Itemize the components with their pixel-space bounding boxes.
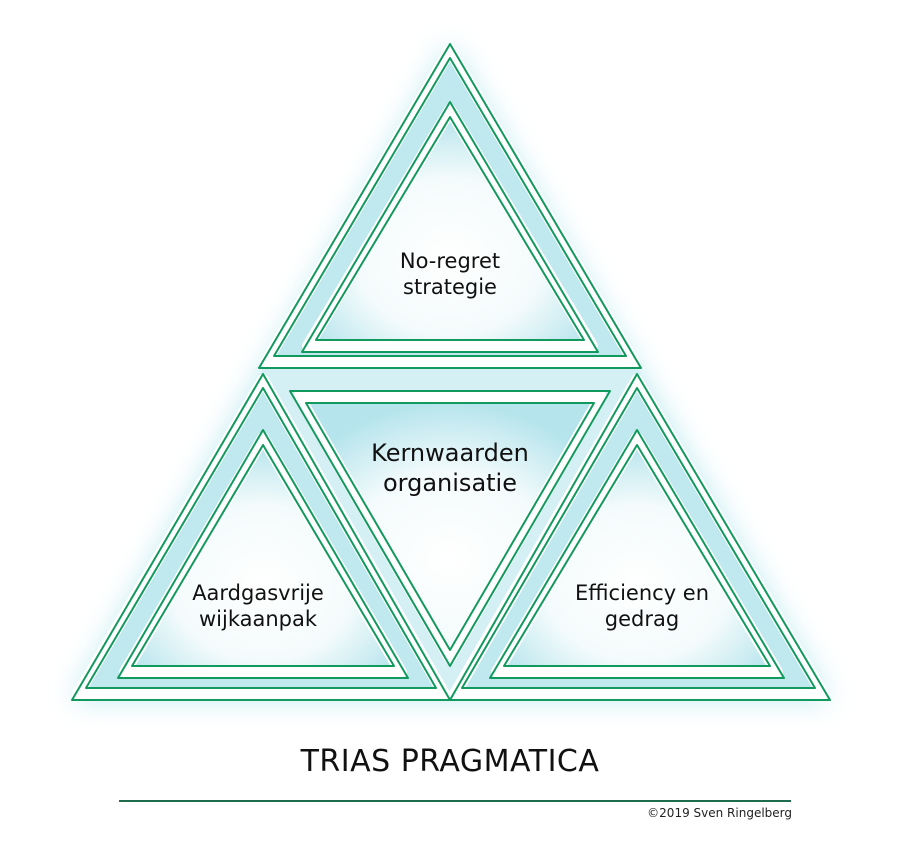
top-triangle [258,43,642,369]
diagram-title: TRIAS PRAGMATICA [300,744,600,779]
middle-section-line1: Kernwaarden [371,439,529,467]
right-triangle-outer-edge [449,373,831,701]
copyright-notice: ©2019 Sven Ringelberg [647,806,792,820]
left-triangle-inner-edge [117,429,409,679]
top-section-label: No-regret strategie [330,248,570,301]
left-triangle [71,373,451,701]
right-section-label: Efficiency en gedrag [522,580,762,633]
top-section-line2: strategie [403,275,497,300]
middle-section-line2: organisatie [382,469,517,497]
right-triangle-inner-inner-edge [503,444,771,667]
right-section-line2: gedrag [604,607,680,632]
right-triangle-outer-inner-edge [461,387,816,689]
right-triangle-inner-frame [491,432,783,678]
left-triangle-inner-frame [119,432,407,678]
top-triangle-inner-inner-edge [315,116,585,341]
right-triangle-inner-edge [489,429,785,679]
right-triangle [449,373,831,701]
top-triangle-outer-edge [258,43,642,369]
left-triangle-outer-edge [71,373,451,701]
left-section-line1: Aardgasvrije [192,581,324,605]
middle-triangle [289,390,611,667]
middle-section-label: Kernwaarden organisatie [318,438,582,498]
top-triangle-outer-inner-edge [273,57,627,357]
left-triangle-inner-inner-edge [131,444,395,667]
right-section-line1: Efficiency en [574,581,710,605]
top-section-line1: No-regret [399,249,501,273]
top-triangle-inner-frame [302,104,598,352]
title-divider [119,800,791,802]
left-section-label: Aardgasvrije wijkaanpak [138,580,378,633]
top-triangle-inner-edge [301,101,599,353]
middle-triangle-outer-edge [289,390,611,667]
left-section-line2: wijkaanpak [198,607,318,632]
left-triangle-outer-inner-edge [85,387,437,689]
middle-triangle-frame [293,391,607,664]
middle-triangle-inner-edge [305,402,595,651]
